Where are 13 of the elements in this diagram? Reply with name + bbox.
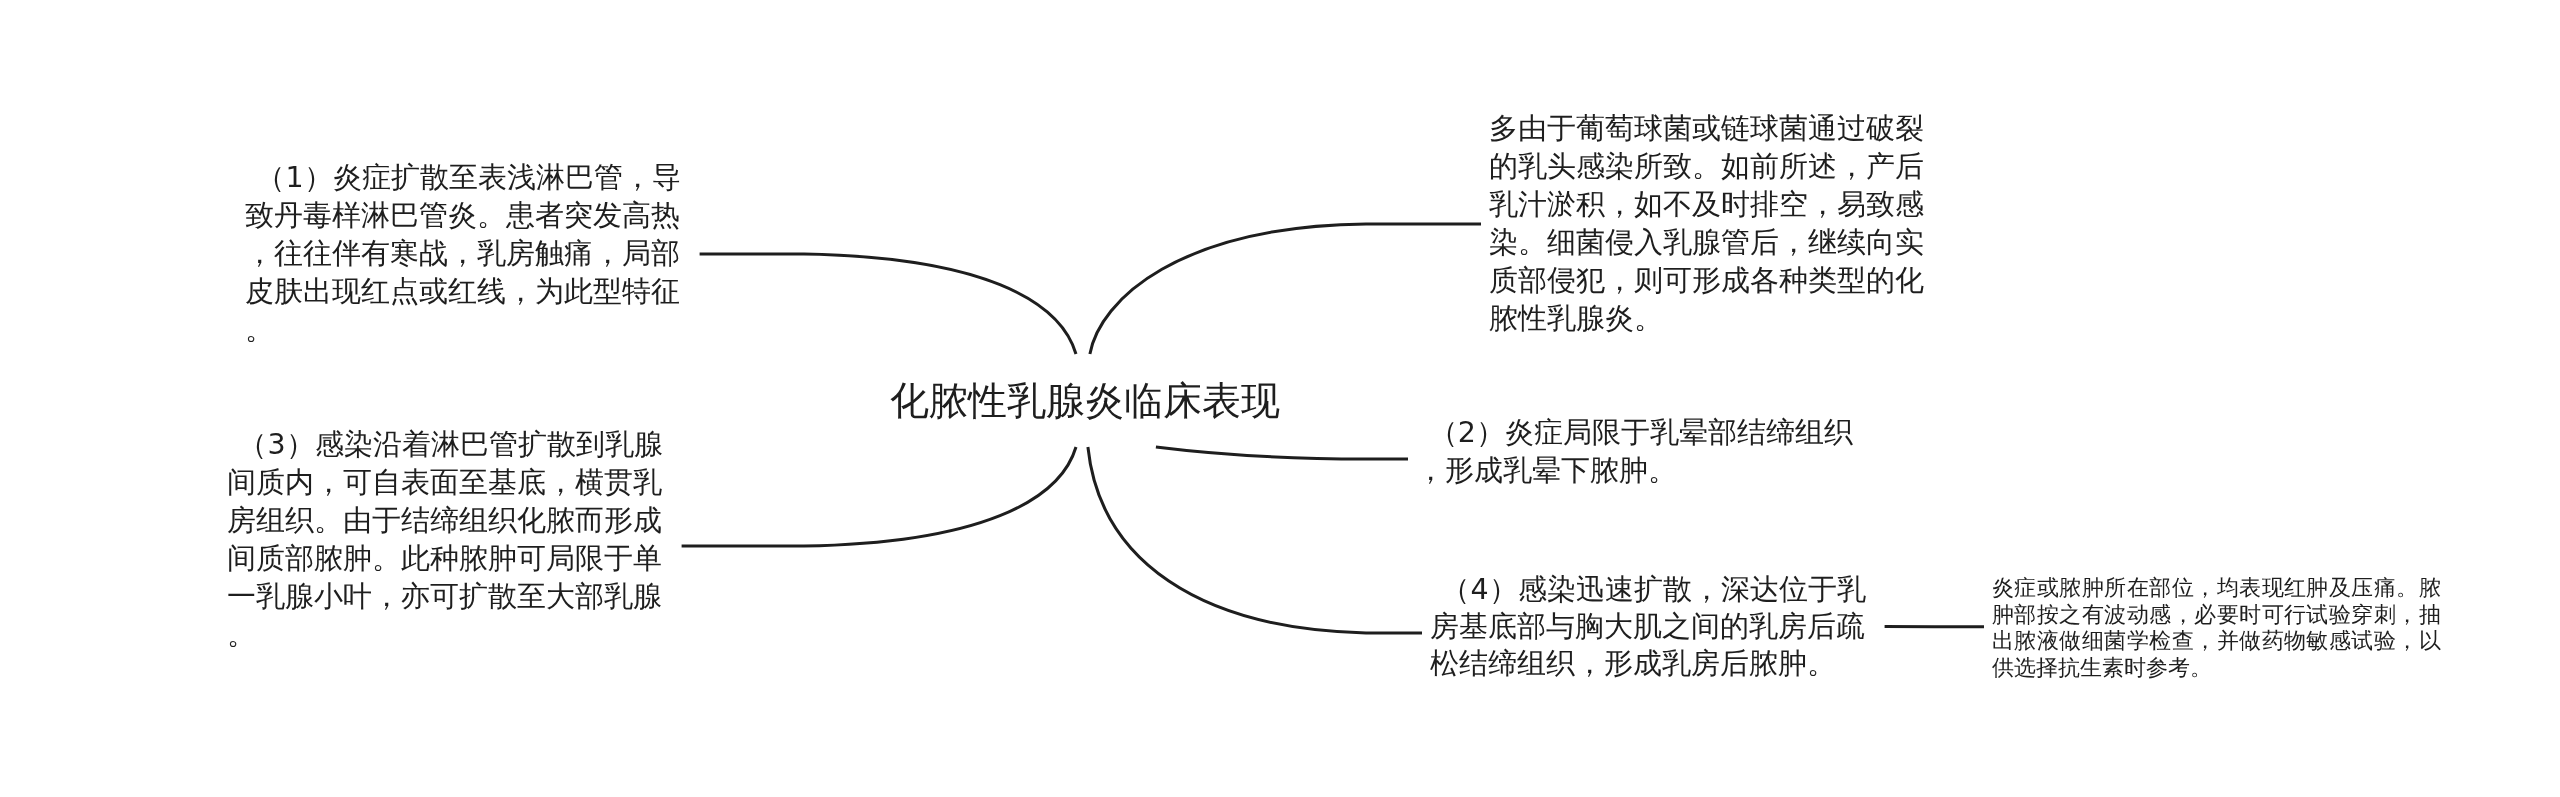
topic-text: 炎症或脓肿所在部位，均表现红肿及压痛。脓肿部按之有波动感，必要时可行试验穿刺，抽出脓液做细菌学检查，并做药物敏感试验，以供选择抗生素时参考。 — [1992, 575, 2441, 681]
topic-text: （1）炎症扩散至表浅淋巴管，导致丹毒样淋巴管炎。患者突发高热，往往伴有寒战，乳房触痛，局部皮肤出现红点或红线，为此型特征。 — [245, 160, 682, 348]
topic-text: （2）炎症局限于乳晕部结缔组织，形成乳晕下脓肿。 — [1416, 415, 1854, 489]
branch-line — [1155, 445, 1408, 461]
topic-text: （4）感染迅速扩散，深达位于乳房基底部与胸大肌之间的乳房后疏松结缔组织，形成乳房后脓肿。 — [1430, 572, 1867, 682]
branch-line — [1088, 222, 1481, 355]
branch-line — [1884, 625, 1984, 629]
branch-line — [1086, 446, 1422, 635]
topic-text: （3）感染沿着淋巴管扩散到乳腺间质内，可自表面至基底，横贯乳房组织。由于结缔组织化脓而形成间质部脓肿。此种脓肿可局限于单一乳腺小叶，亦可扩散至大部乳腺。 — [227, 427, 664, 653]
central-topic: 化脓性乳腺炎临床表现 — [890, 377, 1280, 424]
branch-line — [681, 446, 1078, 548]
topic-text: 多由于葡萄球菌或链球菌通过破裂的乳头感染所致。如前所述，产后乳汁淤积，如不及时排空，易致感染。细菌侵入乳腺管后，继续向实质部侵犯，则可形成各种类型的化脓性乳腺炎。 — [1489, 111, 1925, 337]
branch-line — [699, 252, 1078, 355]
